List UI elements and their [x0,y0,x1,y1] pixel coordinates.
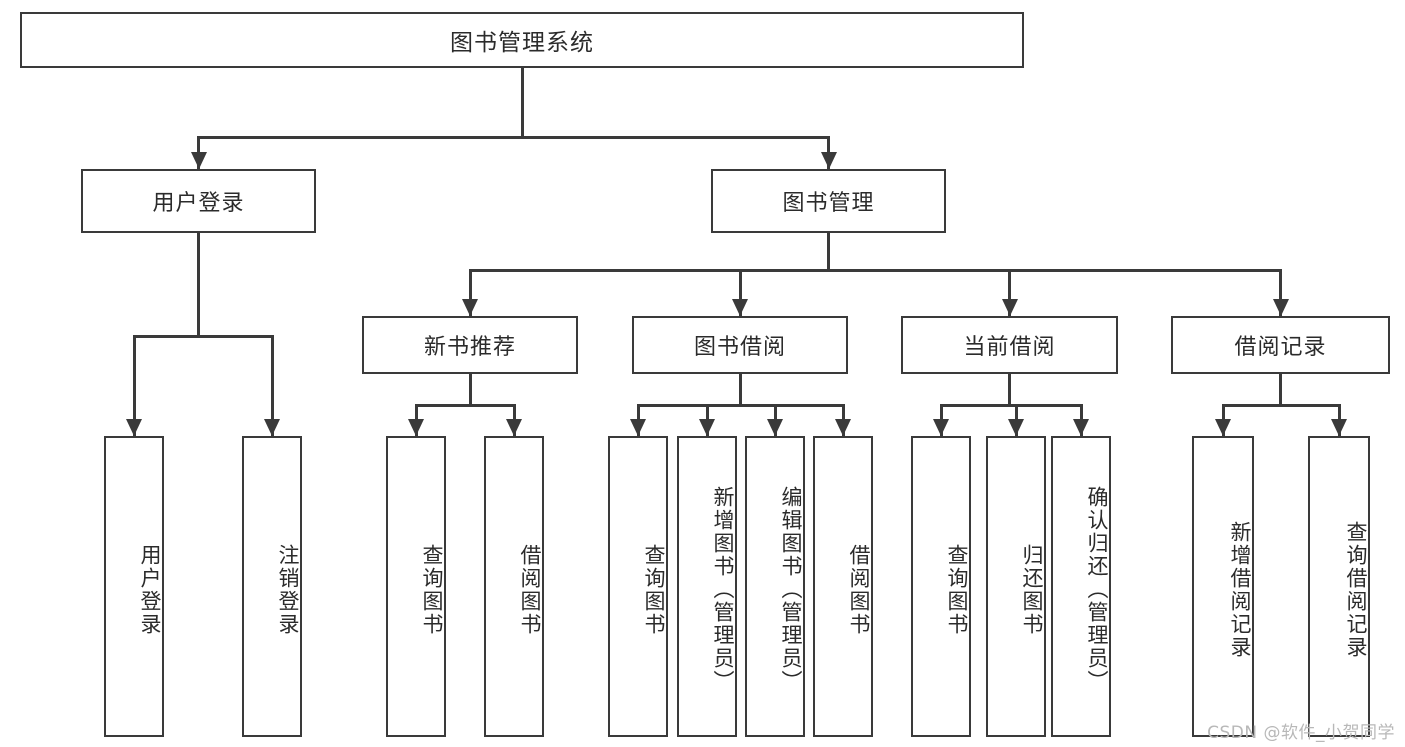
csdn-watermark: CSDN @软件_小贺同学 [1207,723,1395,743]
arrowhead [264,419,280,436]
connector-line [468,270,472,316]
node-leaf-borrow-add[interactable]: 新增图书（管理员） [677,436,737,737]
node-leaf-borrow-query[interactable]: 查询图书 [608,436,668,737]
node-leaf-current-return[interactable]: 归还图书 [986,436,1046,737]
node-label: 查询图书 [642,543,666,636]
node-leaf-new-query[interactable]: 查询图书 [386,436,446,737]
arrowhead [933,419,949,436]
connector-line [270,336,274,436]
arrowhead [767,419,783,436]
node-borrow[interactable]: 图书借阅 [632,316,848,374]
node-newbook[interactable]: 新书推荐 [362,316,578,374]
connector-line [738,270,742,316]
arrowhead [630,419,646,436]
node-label: 借阅图书 [518,543,542,636]
arrowhead [732,299,748,316]
connector-line [827,233,830,270]
connector-line [197,135,830,139]
arrowhead [1008,419,1024,436]
arrowhead [1001,299,1018,316]
node-label: 查询图书 [945,543,969,636]
node-label: 新增借阅记录 [1228,520,1252,659]
node-leaf-user-logout[interactable]: 注销登录 [242,436,302,737]
connector-line [132,334,274,338]
connector-line [468,268,1282,272]
node-root[interactable]: 图书管理系统 [20,12,1024,68]
node-label: 编辑图书（管理员） [779,486,803,693]
connector-line [197,233,200,336]
node-label: 图书借阅 [693,335,786,360]
connector-line [414,403,516,407]
node-label: 确认归还（管理员） [1085,486,1109,693]
arrowhead [1331,419,1347,436]
arrowhead [1272,299,1289,316]
node-label: 新书推荐 [423,335,516,360]
node-label: 图书管理 [782,191,875,216]
arrowhead [820,152,837,169]
node-login[interactable]: 用户登录 [81,169,316,233]
connector-line [738,374,742,405]
node-leaf-current-query[interactable]: 查询图书 [911,436,971,737]
node-label: 注销登录 [276,543,300,636]
node-current[interactable]: 当前借阅 [901,316,1118,374]
node-record[interactable]: 借阅记录 [1171,316,1390,374]
node-label: 新增图书（管理员） [711,486,735,693]
connector-line [468,374,472,405]
node-leaf-borrow-lend[interactable]: 借阅图书 [813,436,873,737]
node-label: 查询借阅记录 [1344,520,1368,659]
node-leaf-current-confirm[interactable]: 确认归还（管理员） [1051,436,1111,737]
arrowhead [408,419,424,436]
connector-line [520,68,524,137]
connector-line [1221,403,1341,407]
connector-line [1008,374,1011,405]
node-leaf-record-add[interactable]: 新增借阅记录 [1192,436,1254,737]
node-leaf-borrow-edit[interactable]: 编辑图书（管理员） [745,436,805,737]
arrowhead [1215,419,1231,436]
node-label: 用户登录 [152,191,245,216]
arrowhead [835,419,851,436]
node-label: 当前借阅 [963,335,1056,360]
node-leaf-new-borrow[interactable]: 借阅图书 [484,436,544,737]
arrowhead [506,419,522,436]
connector-line [636,403,845,407]
connector-line [939,403,1083,407]
connector-line [1279,374,1282,405]
arrowhead [190,152,207,169]
arrowhead [1073,419,1089,436]
connector-line [132,336,136,436]
arrowhead [699,419,715,436]
node-bookmgmt[interactable]: 图书管理 [711,169,946,233]
node-label: 借阅记录 [1234,335,1327,360]
node-label: 借阅图书 [847,543,871,636]
connector-line [1279,270,1282,316]
node-label: 查询图书 [420,543,444,636]
node-leaf-user-login[interactable]: 用户登录 [104,436,164,737]
node-label: 归还图书 [1020,543,1044,636]
arrowhead [462,299,478,316]
arrowhead [126,419,142,436]
node-label: 用户登录 [138,543,162,636]
node-label: 图书管理系统 [450,30,594,56]
connector-line [1008,270,1011,316]
node-leaf-record-query[interactable]: 查询借阅记录 [1308,436,1370,737]
